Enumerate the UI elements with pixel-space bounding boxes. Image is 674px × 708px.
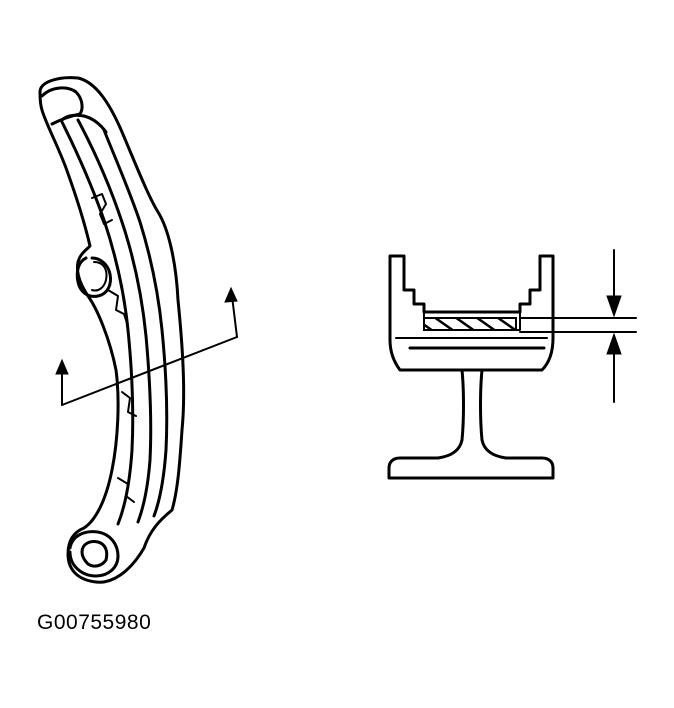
cross-section-view [387,249,637,480]
section-leg-right [231,295,238,338]
dimension-arrow-down-icon [606,295,622,318]
guide-rail-edge [102,128,169,518]
dimension-arrow-up-icon [606,332,622,355]
guide-rib-upper [91,193,113,225]
guide-rib-bottom [117,477,135,503]
chain-guide-outline [38,76,186,584]
chain-guide-view [38,76,238,584]
guide-mounting-boss-face [91,261,108,292]
section-bottom-flange [387,456,555,480]
guide-top-lip [60,113,108,134]
section-cut-line [61,336,238,406]
section-channel-outline [388,254,555,372]
guide-contact-face-outer [60,120,135,526]
section-wear-pad [423,317,517,331]
guide-mounting-boss [75,256,112,298]
figure-code: G00755980 [37,611,152,634]
guide-pivot-hole [80,540,109,568]
guide-rib-lower [121,391,137,417]
section-arrow-right-icon [224,286,238,303]
section-arrow-left-icon [55,358,69,375]
guide-bottom-end [68,530,120,578]
guide-rib-mid [107,289,129,327]
section-web [408,346,546,460]
guide-contact-face-inner [76,118,153,524]
